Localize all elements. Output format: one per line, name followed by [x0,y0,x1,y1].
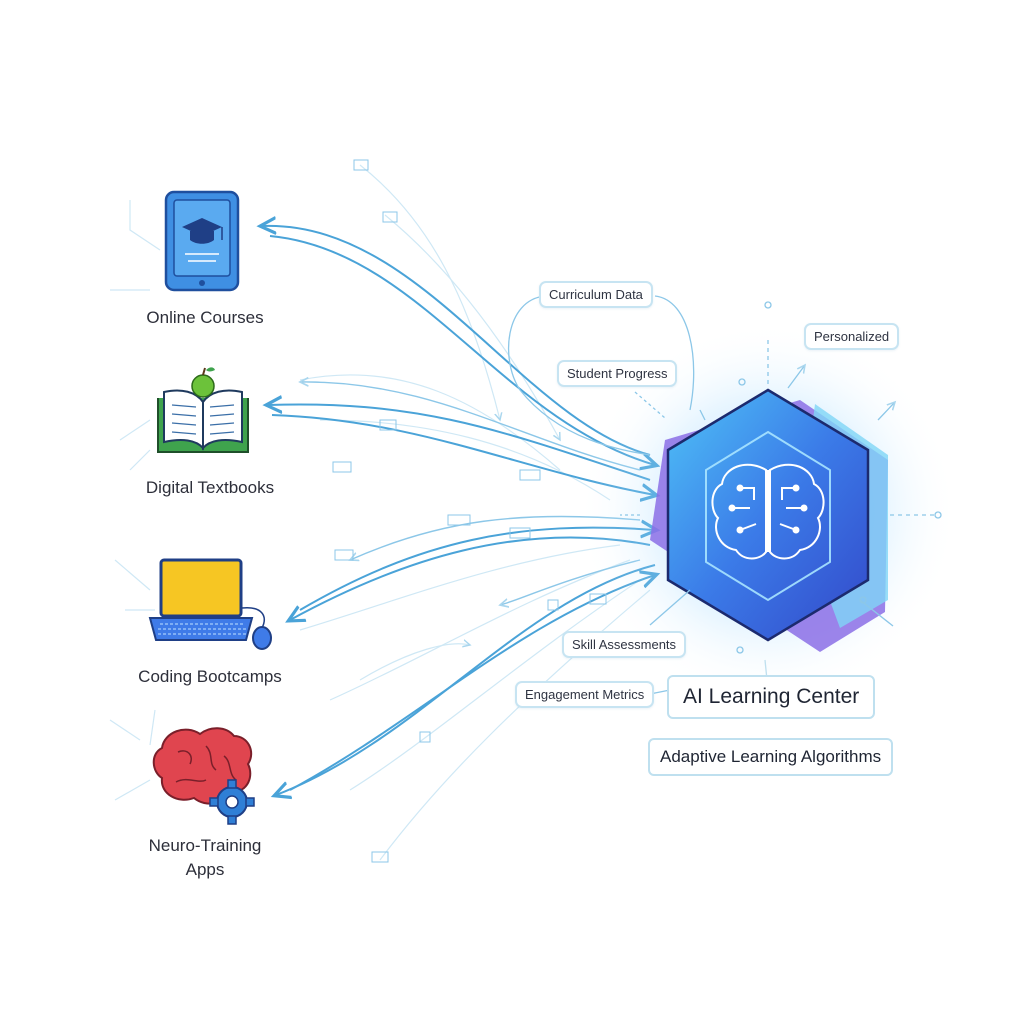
satellite-nodes [620,301,942,691]
tag-student-progress: Student Progress [557,360,678,387]
circuit-brain-icon [711,463,825,560]
source-label-online-courses: Online Courses [146,308,264,327]
source-label-neuro-training: Neuro-Training Apps [130,834,280,882]
tablet-graduation-cap-icon [164,190,240,292]
source-label-neuro-training-line1: Neuro-Training [148,836,262,855]
center-subtitle: Adaptive Learning Algorithms [648,738,894,776]
source-label-coding-bootcamps: Coding Bootcamps [138,667,282,686]
data-glyphs [332,159,607,863]
tag-curriculum-data: Curriculum Data [539,281,653,308]
tag-skill-assessments: Skill Assessments [562,631,687,658]
brain-gear-icon [152,727,255,825]
center-title: AI Learning Center [667,675,876,719]
tag-connectors [508,295,695,696]
source-label-neuro-training-line2: Apps [185,860,225,879]
tag-engagement-metrics: Engagement Metrics [515,681,655,708]
background-streams [109,164,651,861]
laptop-mouse-icon [148,558,272,650]
source-label-digital-textbooks: Digital Textbooks [145,478,275,497]
tag-personalized: Personalized [804,323,900,350]
open-book-apple-icon [157,367,249,453]
inner-hexagon [705,430,831,602]
